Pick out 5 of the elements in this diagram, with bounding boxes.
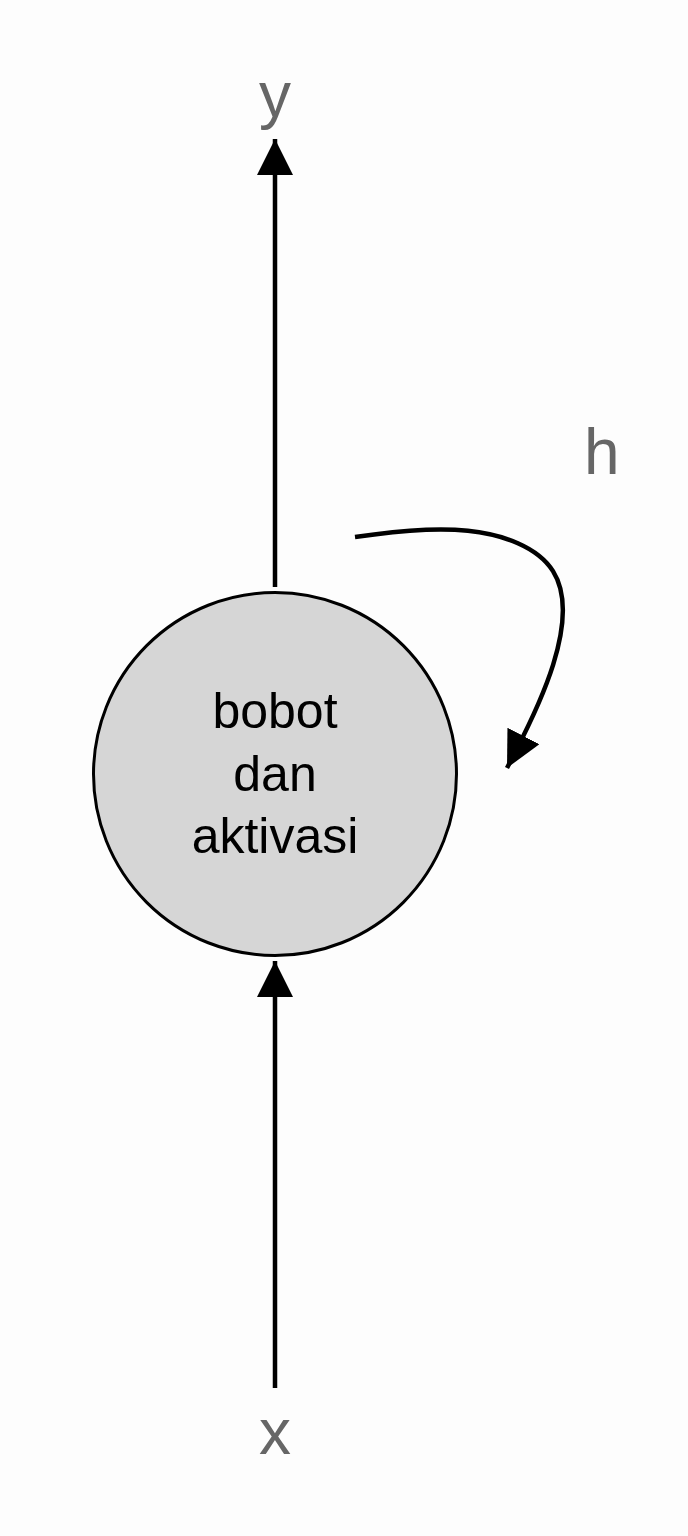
- arrow: [354, 527, 565, 770]
- node-label: bobot dan aktivasi: [190, 682, 360, 867]
- arrow: [257, 139, 293, 587]
- variable-label: x: [259, 1400, 291, 1464]
- arrow: [257, 961, 293, 1388]
